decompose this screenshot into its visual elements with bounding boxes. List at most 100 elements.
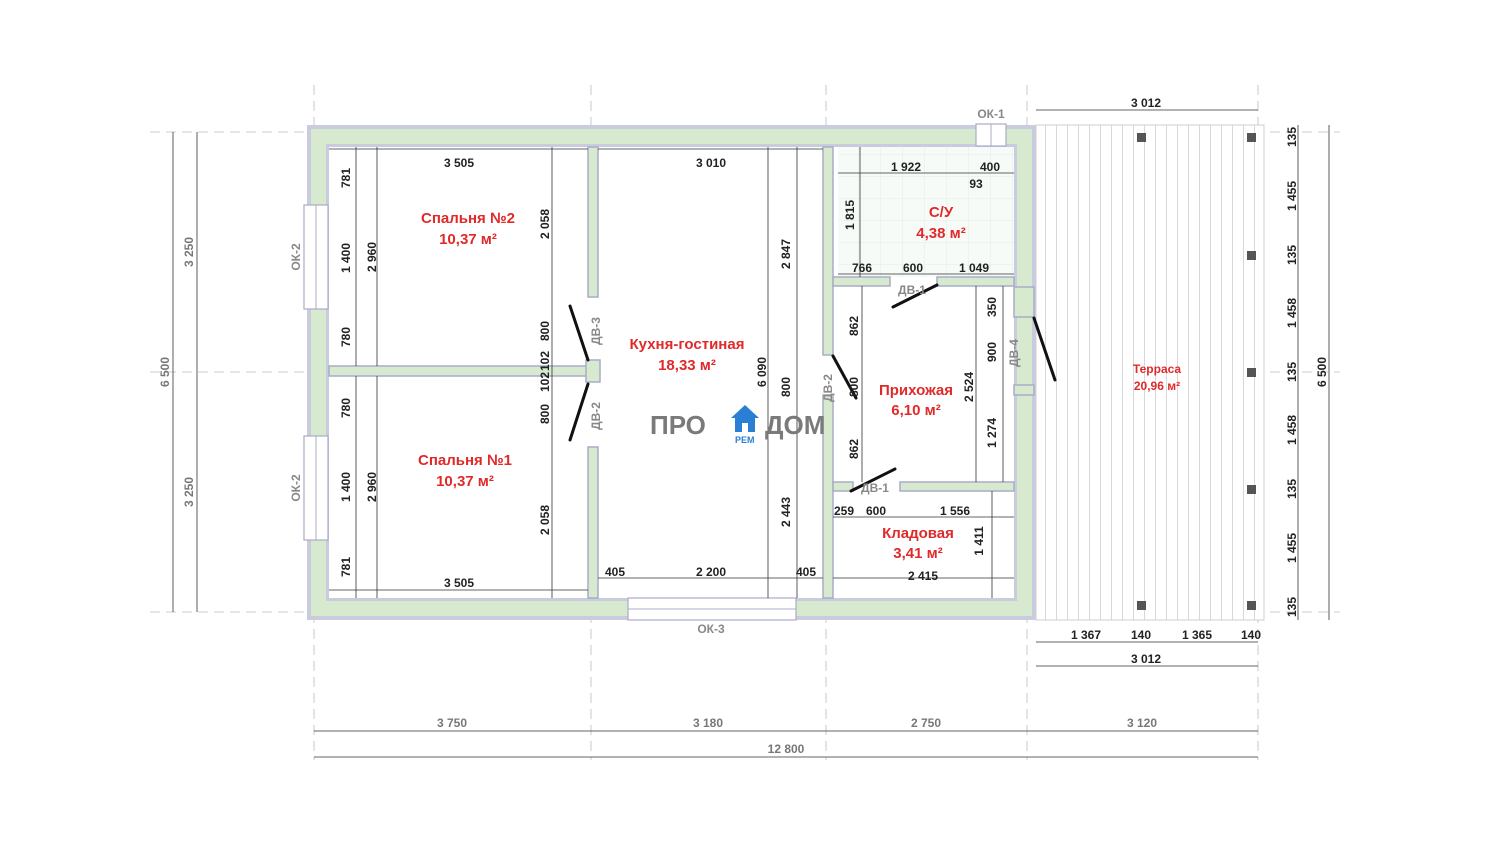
dim-bedroom1-2058: 2 058 [538,505,552,535]
door-swings [568,283,1057,493]
room-bedroom1-area: 10,37 м² [436,473,494,490]
dim-bathroom-93: 93 [969,177,983,191]
label-dv4: ДВ-4 [1007,339,1021,367]
dim-bathroom-600: 600 [903,261,923,275]
external-dim-lines [172,109,1330,758]
dim-right-total: 6 500 [1315,357,1329,387]
dim-bedroom2-780: 780 [339,327,353,347]
dim-bottom-3: 2 750 [911,716,941,730]
bathroom-tiles [838,147,1014,277]
room-kitchen-area: 18,33 м² [658,357,716,374]
label-dv2-right: ДВ-2 [821,374,835,402]
dim-pantry-1556: 1 556 [940,504,970,518]
logo-text-left: ПРО [650,410,706,440]
logo-text-right: ДОМ [765,410,825,440]
dim-terrace-top: 3 012 [1131,96,1161,110]
interior-walls [328,146,1035,599]
room-terrace-name: Терраса [1133,362,1182,376]
dim-bathroom-766: 766 [852,261,872,275]
label-ok1: ОК-1 [977,107,1005,121]
room-terrace-area: 20,96 м² [1134,379,1180,393]
dim-terrace-part-1: 1 367 [1071,628,1101,642]
dim-bedroom2-width: 3 505 [444,156,474,170]
dim-bathroom-1922: 1 922 [891,160,921,174]
dim-right-part-6: 1 458 [1285,415,1299,445]
dim-left-part-2: 3 250 [182,477,196,507]
room-hall-area: 6,10 м² [891,402,940,419]
dim-right-part-3: 135 [1285,245,1299,265]
dim-hall-2524: 2 524 [962,372,976,402]
dim-bedroom2-1400: 1 400 [339,243,353,273]
dim-pantry-259: 259 [834,504,854,518]
dim-bedroom2-781: 781 [339,168,353,188]
dim-hall-862-bottom: 862 [847,439,861,459]
room-hall-name: Прихожая [879,382,953,399]
room-kitchen-name: Кухня-гостиная [630,336,745,353]
dim-hall-1274: 1 274 [985,418,999,448]
dim-pantry-2415: 2 415 [908,569,938,583]
room-bathroom-name: С/У [929,204,954,221]
dim-terrace-part-4: 140 [1241,628,1261,642]
dim-pantry-1411: 1 411 [972,526,986,556]
dim-kitchen-6090: 6 090 [755,357,769,387]
dim-terrace-part-2: 140 [1131,628,1151,642]
room-pantry-name: Кладовая [882,525,954,542]
label-ok2-lower: ОК-2 [289,474,303,502]
dim-kitchen-width: 3 010 [696,156,726,170]
dim-right-part-2: 1 455 [1285,181,1299,211]
dim-right-part-9: 135 [1285,597,1299,617]
dim-right-part-5: 135 [1285,362,1299,382]
dim-bathroom-400: 400 [980,160,1000,174]
dim-bedroom2-2058: 2 058 [538,209,552,239]
dim-right-part-4: 1 458 [1285,298,1299,328]
dim-kitchen-800: 800 [779,377,793,397]
dim-left-total: 6 500 [158,357,172,387]
dim-hall-900: 900 [985,342,999,362]
label-dv2-left: ДВ-2 [589,402,603,430]
logo-sub: РЕМ [735,435,755,445]
dim-terrace-part-3: 1 365 [1182,628,1212,642]
dim-bathroom-1815: 1 815 [843,200,857,230]
dim-mid-102-b: 102 [538,372,552,392]
room-bedroom2-name: Спальня №2 [421,210,515,227]
dim-hall-800: 800 [847,377,861,397]
dim-bedroom1-width: 3 505 [444,576,474,590]
dim-mid-800-bottom: 800 [538,404,552,424]
dim-bathroom-1049: 1 049 [959,261,989,275]
dim-mid-102-a: 102 [538,351,552,371]
dim-right-part-1: 135 [1285,127,1299,147]
dim-bedroom1-1400: 1 400 [339,472,353,502]
terrace-deck [1035,124,1265,621]
dim-bottom-1: 3 750 [437,716,467,730]
dim-right-part-8: 1 455 [1285,533,1299,563]
room-bedroom2-area: 10,37 м² [439,231,497,248]
label-ok2-upper: ОК-2 [289,243,303,271]
dim-kitchen-405-left: 405 [605,565,625,579]
room-bathroom-area: 4,38 м² [916,225,965,242]
house-icon [731,405,759,432]
dim-bottom-2: 3 180 [693,716,723,730]
dim-pantry-600: 600 [866,504,886,518]
dim-mid-800-top: 800 [538,321,552,341]
dim-hall-862-top: 862 [847,316,861,336]
dim-right-part-7: 135 [1285,479,1299,499]
dim-kitchen-2443: 2 443 [779,497,793,527]
dim-bedroom1-2960: 2 960 [365,472,379,502]
dim-hall-350: 350 [985,297,999,317]
room-bedroom1-name: Спальня №1 [418,452,512,469]
dim-bedroom1-780: 780 [339,398,353,418]
dim-kitchen-2200: 2 200 [696,565,726,579]
dim-bottom-4: 3 120 [1127,716,1157,730]
dim-left-part-1: 3 250 [182,237,196,267]
internal-dim-lines [329,147,1014,598]
dim-kitchen-2847: 2 847 [779,239,793,269]
dim-bedroom2-2960: 2 960 [365,242,379,272]
label-ok3: ОК-3 [697,622,725,636]
dim-terrace-bottom: 3 012 [1131,652,1161,666]
dim-bedroom1-781: 781 [339,557,353,577]
label-dv3: ДВ-3 [589,317,603,345]
logo: ПРО ДОМ РЕМ [650,405,825,445]
dim-kitchen-405-right: 405 [796,565,816,579]
label-dv1-lower: ДВ-1 [861,481,889,495]
